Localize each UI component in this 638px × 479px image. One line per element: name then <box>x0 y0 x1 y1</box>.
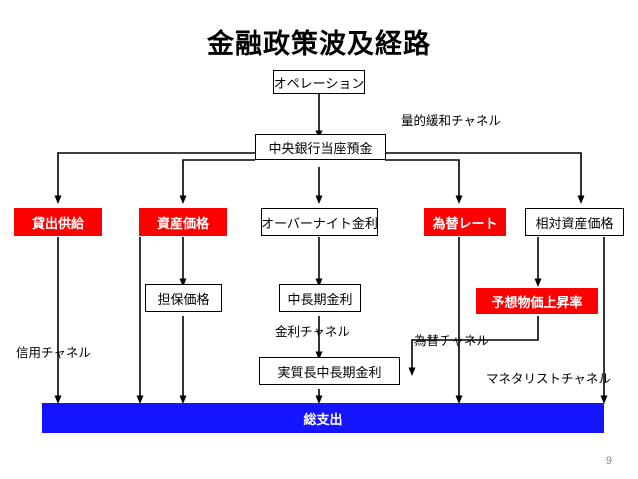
box-real-long-term-rate[interactable]: 実質長中長期金利 <box>259 357 400 385</box>
box-overnight-rate[interactable]: オーバーナイト金利 <box>261 208 378 236</box>
label-fx-channel: 為替チャネル <box>414 334 489 348</box>
box-asset-price[interactable]: 資産価格 <box>139 208 227 236</box>
label-interest-rate-channel: 金利チャネル <box>275 325 350 339</box>
box-label: 貸出供給 <box>31 215 84 231</box>
box-label: 予想物価上昇率 <box>491 294 583 310</box>
box-lending-supply[interactable]: 貸出供給 <box>14 208 102 236</box>
box-operation[interactable]: オペレーション <box>273 70 365 94</box>
box-exchange-rate[interactable]: 為替レート <box>424 208 506 236</box>
box-central-bank-current-deposits[interactable]: 中央銀行当座預金 <box>255 134 386 160</box>
box-label: オペレーション <box>273 75 365 91</box>
box-label: 実質長中長期金利 <box>277 364 382 380</box>
box-label: 中央銀行当座預金 <box>268 140 373 156</box>
box-total-spending[interactable]: 総支出 <box>42 403 604 433</box>
box-label: 総支出 <box>303 411 343 427</box>
label-quantitative-easing-channel: 量的緩和チャネル <box>401 114 501 128</box>
page-number: 9 <box>605 455 612 467</box>
box-label: 中長期金利 <box>287 291 353 307</box>
page-title: 金融政策波及経路 <box>207 29 431 59</box>
box-label: 担保価格 <box>157 291 210 307</box>
box-expected-inflation-rate[interactable]: 予想物価上昇率 <box>476 288 598 314</box>
label-credit-channel: 信用チャネル <box>16 346 91 360</box>
box-label: オーバーナイト金利 <box>261 215 378 231</box>
box-collateral-price[interactable]: 担保価格 <box>145 284 222 312</box>
label-monetarist-channel: マネタリストチャネル <box>486 372 611 386</box>
box-label: 相対資産価格 <box>535 215 614 231</box>
box-label: 資産価格 <box>156 215 209 231</box>
box-label: 為替レート <box>432 215 498 231</box>
box-mid-long-term-rate[interactable]: 中長期金利 <box>279 284 361 312</box>
box-relative-asset-price[interactable]: 相対資産価格 <box>525 208 624 236</box>
